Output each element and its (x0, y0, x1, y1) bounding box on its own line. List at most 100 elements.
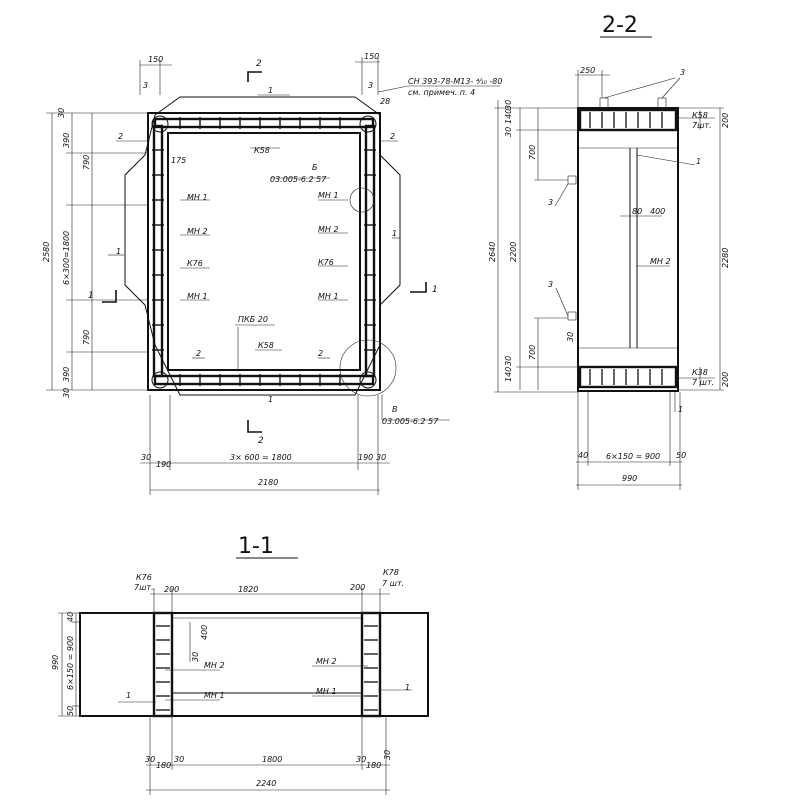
plan-mn1-right-1: МН 1 (318, 191, 339, 200)
plan-dim-150-right: 150 (364, 52, 379, 61)
plan-dim-30-bot: 30 (62, 388, 71, 398)
s22-dim-400: 400 (650, 207, 665, 216)
s11-dim-30c: 30 (356, 755, 366, 764)
s11-left-column (152, 611, 174, 718)
plan-b-label: Б (312, 163, 318, 172)
s22-k58-sht: 7шт. (692, 121, 712, 130)
s22-mn2: МН 2 (650, 257, 671, 266)
plan-section-1-left: 1 (88, 291, 94, 301)
s22-k58: К58 (692, 111, 708, 120)
s11-dimension-lines (58, 588, 390, 795)
s11-dim-400: 400 (200, 625, 209, 640)
plan-pos-1-left: 1 (116, 247, 121, 256)
s11-mn2-left: МН 2 (204, 661, 225, 670)
plan-texts: 150 150 2580 390 790 6×300=1800 790 390 … (42, 52, 502, 487)
s22-leaders (554, 77, 715, 412)
s22-pin-b (567, 311, 577, 321)
plan-rebar-bottom (153, 374, 375, 386)
plan-mn2-right: МН 2 (318, 225, 339, 234)
plan-pos-1-bot: 1 (268, 395, 273, 404)
s22-dim-700-bot: 700 (528, 345, 537, 360)
plan-rebar-right (364, 124, 376, 378)
plan-leaders (108, 85, 500, 421)
plan-ref-bot: 03.005-6.2 57 (382, 417, 439, 426)
s22-pos-1b: 1 (678, 405, 683, 414)
s22-outer (577, 107, 679, 392)
plan-section-marks (102, 71, 427, 433)
plan-pos-1-right: 1 (392, 229, 397, 238)
s11-dim-200-right: 200 (350, 583, 365, 592)
s22-dim-140b: 140 (504, 367, 513, 382)
s22-dim-v30: 30 (566, 332, 575, 342)
plan-corner-tr (359, 115, 377, 133)
s22-bot-rebar (578, 365, 678, 389)
s22-dim-80: 80 (632, 207, 642, 216)
plan-dim-790-top: 790 (82, 155, 91, 170)
s22-pin-a (567, 175, 577, 185)
s11-rebar-ticks (156, 625, 378, 711)
s11-leaders (118, 665, 412, 703)
plan-k58-bot: К58 (258, 341, 274, 350)
s22-pos-1a: 1 (696, 157, 701, 166)
s11-k76-left: К76 (136, 573, 152, 582)
s11-mn2-right: МН 2 (316, 657, 337, 666)
plan-detail-b-circle (349, 187, 375, 213)
s11-dim-30a: 30 (145, 755, 155, 764)
plan-pos-2-br: 2 (318, 349, 323, 358)
s11-dim-180a: 180 (156, 761, 171, 770)
plan-k58-top: К58 (254, 146, 270, 155)
s22-dim-200-bot: 200 (721, 372, 730, 387)
plan-dim-1800: 6×300=1800 (62, 231, 71, 285)
plan-mn1-right-2: МН 1 (318, 292, 339, 301)
s11-dim-1800: 1800 (262, 755, 282, 764)
plan-k76-right: К76 (318, 258, 334, 267)
plan-corner-tl (151, 115, 169, 133)
plan-dim-30-r: 30 (376, 453, 386, 462)
plan-section-2-bot: 2 (258, 436, 264, 446)
s11-right-column (360, 611, 382, 718)
plan-k76-left: К76 (187, 259, 203, 268)
plan-pos-3-tr: 3 (368, 81, 373, 90)
s22-dim-140: 140 (504, 109, 513, 124)
s22-dim-50: 50 (676, 451, 686, 460)
s22-k38-sht: 7 шт. (692, 378, 714, 387)
s11-outer (79, 612, 429, 717)
s22-dim-30c: 30 (504, 356, 513, 366)
plan-corner-bl (151, 371, 169, 389)
s11-k76-left-sht: 7шт. (134, 583, 154, 592)
plan-mn1-left-1: МН 1 (187, 193, 208, 202)
plan-dim-28: 28 (380, 97, 390, 106)
plan-pos-2-tr: 2 (390, 132, 395, 141)
s11-pos1-left: 1 (126, 691, 131, 700)
plan-pos-3-tl: 3 (143, 81, 148, 90)
plan-outer-frame (147, 112, 381, 391)
plan-dim-390-bot: 390 (62, 367, 71, 382)
s22-pos-3a: 3 (548, 198, 553, 207)
plan-dim-30-top: 30 (57, 108, 66, 118)
plan-mn2-left: МН 2 (187, 227, 208, 236)
plan-dim-1800-bottom: 3× 600 = 1800 (230, 453, 292, 462)
plan-note-ref: см. примеч. п. 4 (408, 88, 475, 97)
section-2-2-title: 2-2 (602, 13, 638, 38)
s22-texts: 250 3 К58 7шт. К38 7 шт. 200 200 700 700… (488, 66, 730, 483)
s22-dim-700-top: 700 (528, 145, 537, 160)
plan-dim-390-top: 390 (62, 133, 71, 148)
plan-corner-br (359, 371, 377, 389)
s22-k38: К38 (692, 368, 708, 377)
section-1-1: 1-1 (51, 534, 429, 795)
s22-dim-900: 6×150 = 900 (606, 452, 660, 461)
s22-dim-2280: 2280 (721, 248, 730, 268)
s22-loop-b (657, 97, 667, 109)
s22-rebar-ticks (589, 112, 663, 385)
plan-rebar-ticks (152, 117, 376, 386)
plan-v-label: В (392, 405, 398, 414)
plan-view: 150 150 2580 390 790 6×300=1800 790 390 … (42, 52, 502, 495)
s22-loop-a (599, 97, 609, 109)
plan-dim-790-bot: 790 (82, 330, 91, 345)
plan-pos-2-bl: 2 (196, 349, 201, 358)
section-1-1-title: 1-1 (238, 534, 274, 559)
s22-dim-200-top: 200 (721, 113, 730, 128)
plan-dim-30-l: 30 (141, 453, 151, 462)
s11-dim-30b: 30 (174, 755, 184, 764)
s11-pos1-right: 1 (405, 683, 410, 692)
